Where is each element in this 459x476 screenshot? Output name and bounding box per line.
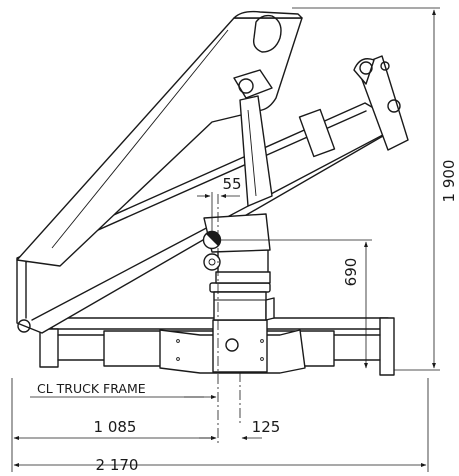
dimension-offset-top: 55 (197, 175, 242, 234)
slewing-column (209, 247, 275, 321)
dim-text-column-height: 690 (342, 258, 360, 287)
dimension-half-width: 1 085 (11, 378, 217, 472)
centerline-callout: CL TRUCK FRAME (30, 381, 217, 399)
pivot-area (202, 213, 271, 271)
dim-text-half-width: 1 085 (94, 418, 137, 436)
centerline-label: CL TRUCK FRAME (37, 381, 146, 396)
extension-arm (353, 55, 409, 151)
dim-text-overall-width: 2 170 (96, 456, 139, 474)
base-frame (39, 317, 395, 376)
dimension-column-height: 690 (218, 239, 372, 369)
dim-text-centre-offset: 125 (252, 418, 281, 436)
dimension-overall-height: 1 900 (292, 7, 458, 371)
dim-text-overall-height: 1 900 (440, 160, 458, 203)
lift-cylinder (239, 95, 273, 207)
dimension-centre-offset: 125 (199, 418, 281, 440)
dim-text-offset-top: 55 (222, 175, 241, 193)
dimension-overall-width: 2 170 (13, 378, 429, 474)
